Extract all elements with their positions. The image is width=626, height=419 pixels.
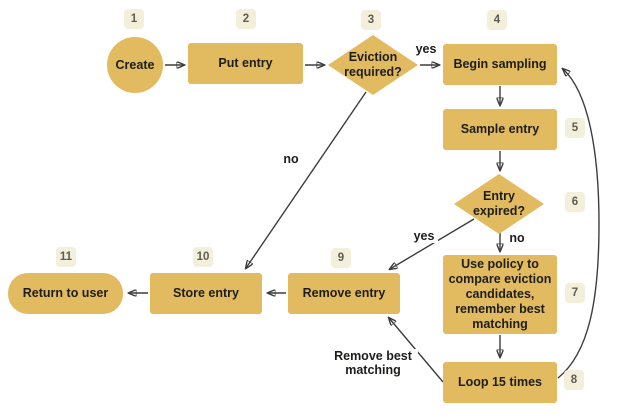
- node-store-entry-label: Store entry: [173, 286, 239, 300]
- node-remove-entry-label: Remove entry: [302, 286, 386, 300]
- badge-sample-entry: 5: [565, 118, 585, 138]
- node-use-policy: Use policy to compare eviction candidate…: [443, 255, 557, 334]
- node-entry-expired-label: Entry expired?: [472, 189, 526, 218]
- badge-store-entry: 10: [193, 247, 213, 267]
- badge-begin-sampling: 4: [487, 10, 507, 30]
- node-put-entry-label: Put entry: [218, 56, 273, 70]
- edge-loop-back-to-begin: [557, 69, 600, 379]
- badge-eviction-required: 3: [361, 10, 381, 30]
- badge-entry-expired: 6: [565, 192, 585, 212]
- node-put-entry: Put entry: [188, 43, 303, 84]
- badge-create: 1: [124, 9, 144, 29]
- node-use-policy-label: Use policy to compare eviction candidate…: [448, 257, 552, 331]
- edge-eviction-no-to-store: [246, 91, 367, 268]
- badge-use-policy: 7: [565, 283, 585, 303]
- node-return-to-user: Return to user: [8, 273, 123, 314]
- node-create-label: Create: [115, 57, 155, 72]
- node-begin-sampling-label: Begin sampling: [453, 57, 547, 71]
- badge-put-entry: 2: [236, 9, 256, 29]
- node-sample-entry: Sample entry: [443, 109, 557, 150]
- edge-label-expired-yes: yes: [410, 229, 438, 244]
- badge-remove-entry: 9: [331, 248, 351, 268]
- badge-return-to-user: 11: [56, 247, 76, 267]
- edge-label-eviction-no: no: [278, 152, 304, 167]
- badge-loop-15-times: 8: [564, 370, 584, 390]
- node-eviction-required-label: Eviction required?: [344, 50, 402, 79]
- node-entry-expired: Entry expired?: [454, 174, 544, 234]
- node-loop-15-times-label: Loop 15 times: [457, 375, 543, 389]
- node-sample-entry-label: Sample entry: [460, 122, 540, 136]
- node-create: Create: [107, 37, 163, 93]
- node-begin-sampling: Begin sampling: [443, 44, 557, 85]
- node-remove-entry: Remove entry: [288, 273, 400, 314]
- node-store-entry: Store entry: [150, 273, 262, 314]
- edge-label-eviction-yes: yes: [412, 42, 440, 57]
- edge-label-remove-best-matching: Remove best matching: [328, 349, 418, 378]
- edge-label-expired-no: no: [504, 231, 530, 246]
- node-loop-15-times: Loop 15 times: [443, 362, 557, 403]
- node-eviction-required: Eviction required?: [328, 35, 418, 95]
- node-return-to-user-label: Return to user: [22, 286, 109, 300]
